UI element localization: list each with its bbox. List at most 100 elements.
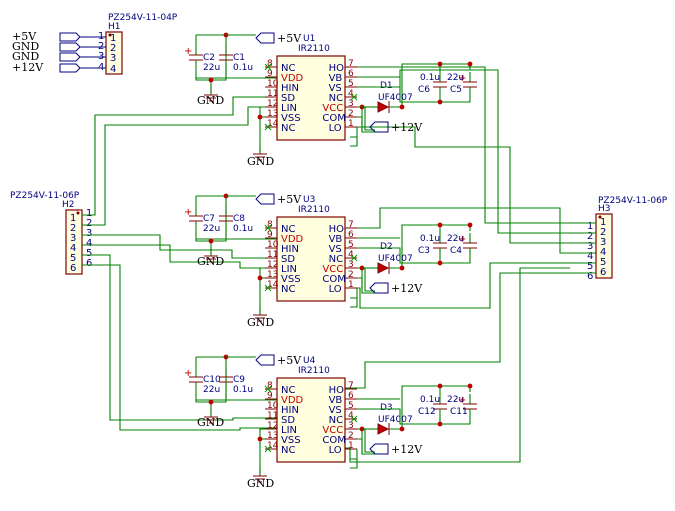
chip-part: IR2110 bbox=[298, 366, 330, 376]
junction-diode-cathode bbox=[399, 426, 405, 432]
chip-body bbox=[276, 377, 346, 463]
chip-pin-left-nc: NC bbox=[281, 445, 295, 456]
h1-part: PZ254V-11-04P bbox=[108, 13, 178, 23]
chip-pin-right-lo: LO bbox=[329, 445, 342, 456]
header-h2: PZ254V-11-06P H2 1 2 3 4 5 6 1 2 3 4 5 6 bbox=[10, 191, 92, 275]
no-connect-mark-0 bbox=[264, 224, 272, 232]
h1-pin1-marker bbox=[108, 33, 112, 37]
chip-body bbox=[276, 55, 346, 141]
cap-in-a-val: 22u bbox=[203, 385, 220, 395]
h3-body bbox=[595, 213, 613, 279]
gnd-label-chip: GND bbox=[247, 477, 274, 490]
chip-pin-left-nc: NC bbox=[281, 284, 295, 295]
chip-pin-right-vs: VS bbox=[329, 244, 342, 255]
wire-h2-6-u4-lin bbox=[82, 264, 277, 431]
cap-boot-b-polarity: + bbox=[458, 234, 466, 245]
chip-pin-left-vdd: VDD bbox=[281, 73, 304, 84]
h1-pinlbl-2: 2 bbox=[110, 43, 116, 54]
gnd-label-in: GND bbox=[197, 255, 224, 268]
chip-pinnum-left: 8 bbox=[267, 381, 273, 391]
diode-ref: D2 bbox=[380, 242, 393, 252]
chip-pinnum-right: 3 bbox=[348, 421, 354, 431]
flag-12v-flag bbox=[369, 282, 389, 294]
chip-pinnum-right: 6 bbox=[348, 391, 354, 401]
chip-pinnum-right: 1 bbox=[348, 280, 354, 290]
cap-boot-b-ref: C5 bbox=[450, 85, 462, 95]
junction-boot-top-b bbox=[467, 383, 473, 389]
chip-pinnum-right: 6 bbox=[348, 230, 354, 240]
diode-symbol bbox=[377, 262, 390, 274]
cap-in-a-val: 22u bbox=[203, 63, 220, 73]
no-connect-mark-1 bbox=[264, 445, 272, 453]
chip-pinnum-right: 1 bbox=[348, 441, 354, 451]
h1-arrow-4 bbox=[59, 63, 81, 73]
chip-pin-right-vcc: VCC bbox=[322, 425, 343, 436]
flag-12v-label: +12V bbox=[391, 121, 423, 134]
chip-pinnum-left: 13 bbox=[267, 270, 278, 280]
junction-diode-cathode bbox=[399, 265, 405, 271]
flag-5v-flag bbox=[255, 354, 275, 366]
diode-ref: D3 bbox=[380, 403, 393, 413]
cap-boot-a-ref: C3 bbox=[418, 246, 430, 256]
chip-pinnum-left: 12 bbox=[267, 260, 278, 270]
h1-pinnum-1: 1 bbox=[98, 31, 104, 42]
cap-in-a-ref: C7 bbox=[203, 214, 215, 224]
wire-u1-ho-h3-1 bbox=[345, 66, 596, 224]
chip-pin-right-com: COM bbox=[322, 274, 345, 285]
chip-pin-left-vdd: VDD bbox=[281, 395, 304, 406]
chip-pin-right-vb: VB bbox=[329, 395, 343, 406]
diode-symbol bbox=[377, 101, 390, 113]
chip-pin-left-sd: SD bbox=[281, 254, 295, 265]
cap-in-b-val: 0.1u bbox=[233, 385, 253, 395]
cap-boot-b-val: 22u bbox=[447, 395, 464, 405]
no-connect-mark-1 bbox=[264, 123, 272, 131]
junction-boot-top-b bbox=[467, 61, 473, 67]
chip-pinnum-left: 11 bbox=[267, 89, 278, 99]
junction-cin-gnd bbox=[208, 399, 214, 405]
chip-pinnum-left: 10 bbox=[267, 79, 279, 89]
no-connect-mark-0 bbox=[264, 63, 272, 71]
chip-pinnum-left: 11 bbox=[267, 411, 278, 421]
chip-pinnum-left: 14 bbox=[267, 280, 279, 290]
chip-pin-left-nc: NC bbox=[281, 123, 295, 134]
cap-boot-b-polarity: + bbox=[458, 73, 466, 84]
chip-pin-right-ho: HO bbox=[329, 385, 345, 396]
wire-h2-3-u3-hin bbox=[82, 234, 277, 259]
cap-in-b-val: 0.1u bbox=[233, 224, 253, 234]
wire-h2-2-u1-lin bbox=[82, 106, 277, 226]
chip-pinnum-left: 9 bbox=[267, 391, 273, 401]
chip-pinnum-right: 3 bbox=[348, 260, 354, 270]
diode-part: UF4007 bbox=[378, 93, 413, 103]
h2-ref: H2 bbox=[62, 200, 75, 210]
cap-boot-a-val: 0.1u bbox=[420, 234, 440, 244]
chip-pin-left-nc: NC bbox=[281, 63, 295, 74]
chip-pin-left-hin: HIN bbox=[281, 244, 299, 255]
junction-boot-top-a bbox=[437, 383, 443, 389]
cap-in-b-ref: C9 bbox=[233, 375, 245, 385]
chip-pin-left-vdd: VDD bbox=[281, 234, 304, 245]
chip-ref: U1 bbox=[303, 34, 315, 44]
wire-u1-lo-h3-3 bbox=[345, 126, 596, 244]
wire-u3-ho-h3-4 bbox=[345, 207, 596, 254]
h2-pinnum-6: 6 bbox=[86, 258, 92, 269]
junction-vss bbox=[257, 114, 263, 120]
h1-pinlbl-3: 3 bbox=[110, 53, 116, 64]
h1-body bbox=[105, 31, 123, 75]
h2-pinlbl-3: 3 bbox=[70, 233, 76, 244]
h1-arrow-1 bbox=[59, 32, 81, 42]
h1-ref: H1 bbox=[108, 22, 121, 32]
cap-in-b-ref: C8 bbox=[233, 214, 245, 224]
chip-pin-left-lin: LIN bbox=[281, 103, 297, 114]
h1-pinnum-4: 4 bbox=[98, 62, 104, 73]
inter-stage-wiring bbox=[82, 66, 596, 463]
flag-5v-label: +5V bbox=[277, 32, 302, 45]
chip-pinnum-left: 10 bbox=[267, 240, 279, 250]
stage-vss-net bbox=[259, 267, 265, 313]
h3-pinlbl-3: 3 bbox=[600, 237, 606, 248]
h3-pinnum-6: 6 bbox=[587, 271, 593, 282]
chip-pin-left-nc: NC bbox=[281, 385, 295, 396]
chip-pinnum-left: 9 bbox=[267, 230, 273, 240]
chip-pin-right-vb: VB bbox=[329, 73, 343, 84]
